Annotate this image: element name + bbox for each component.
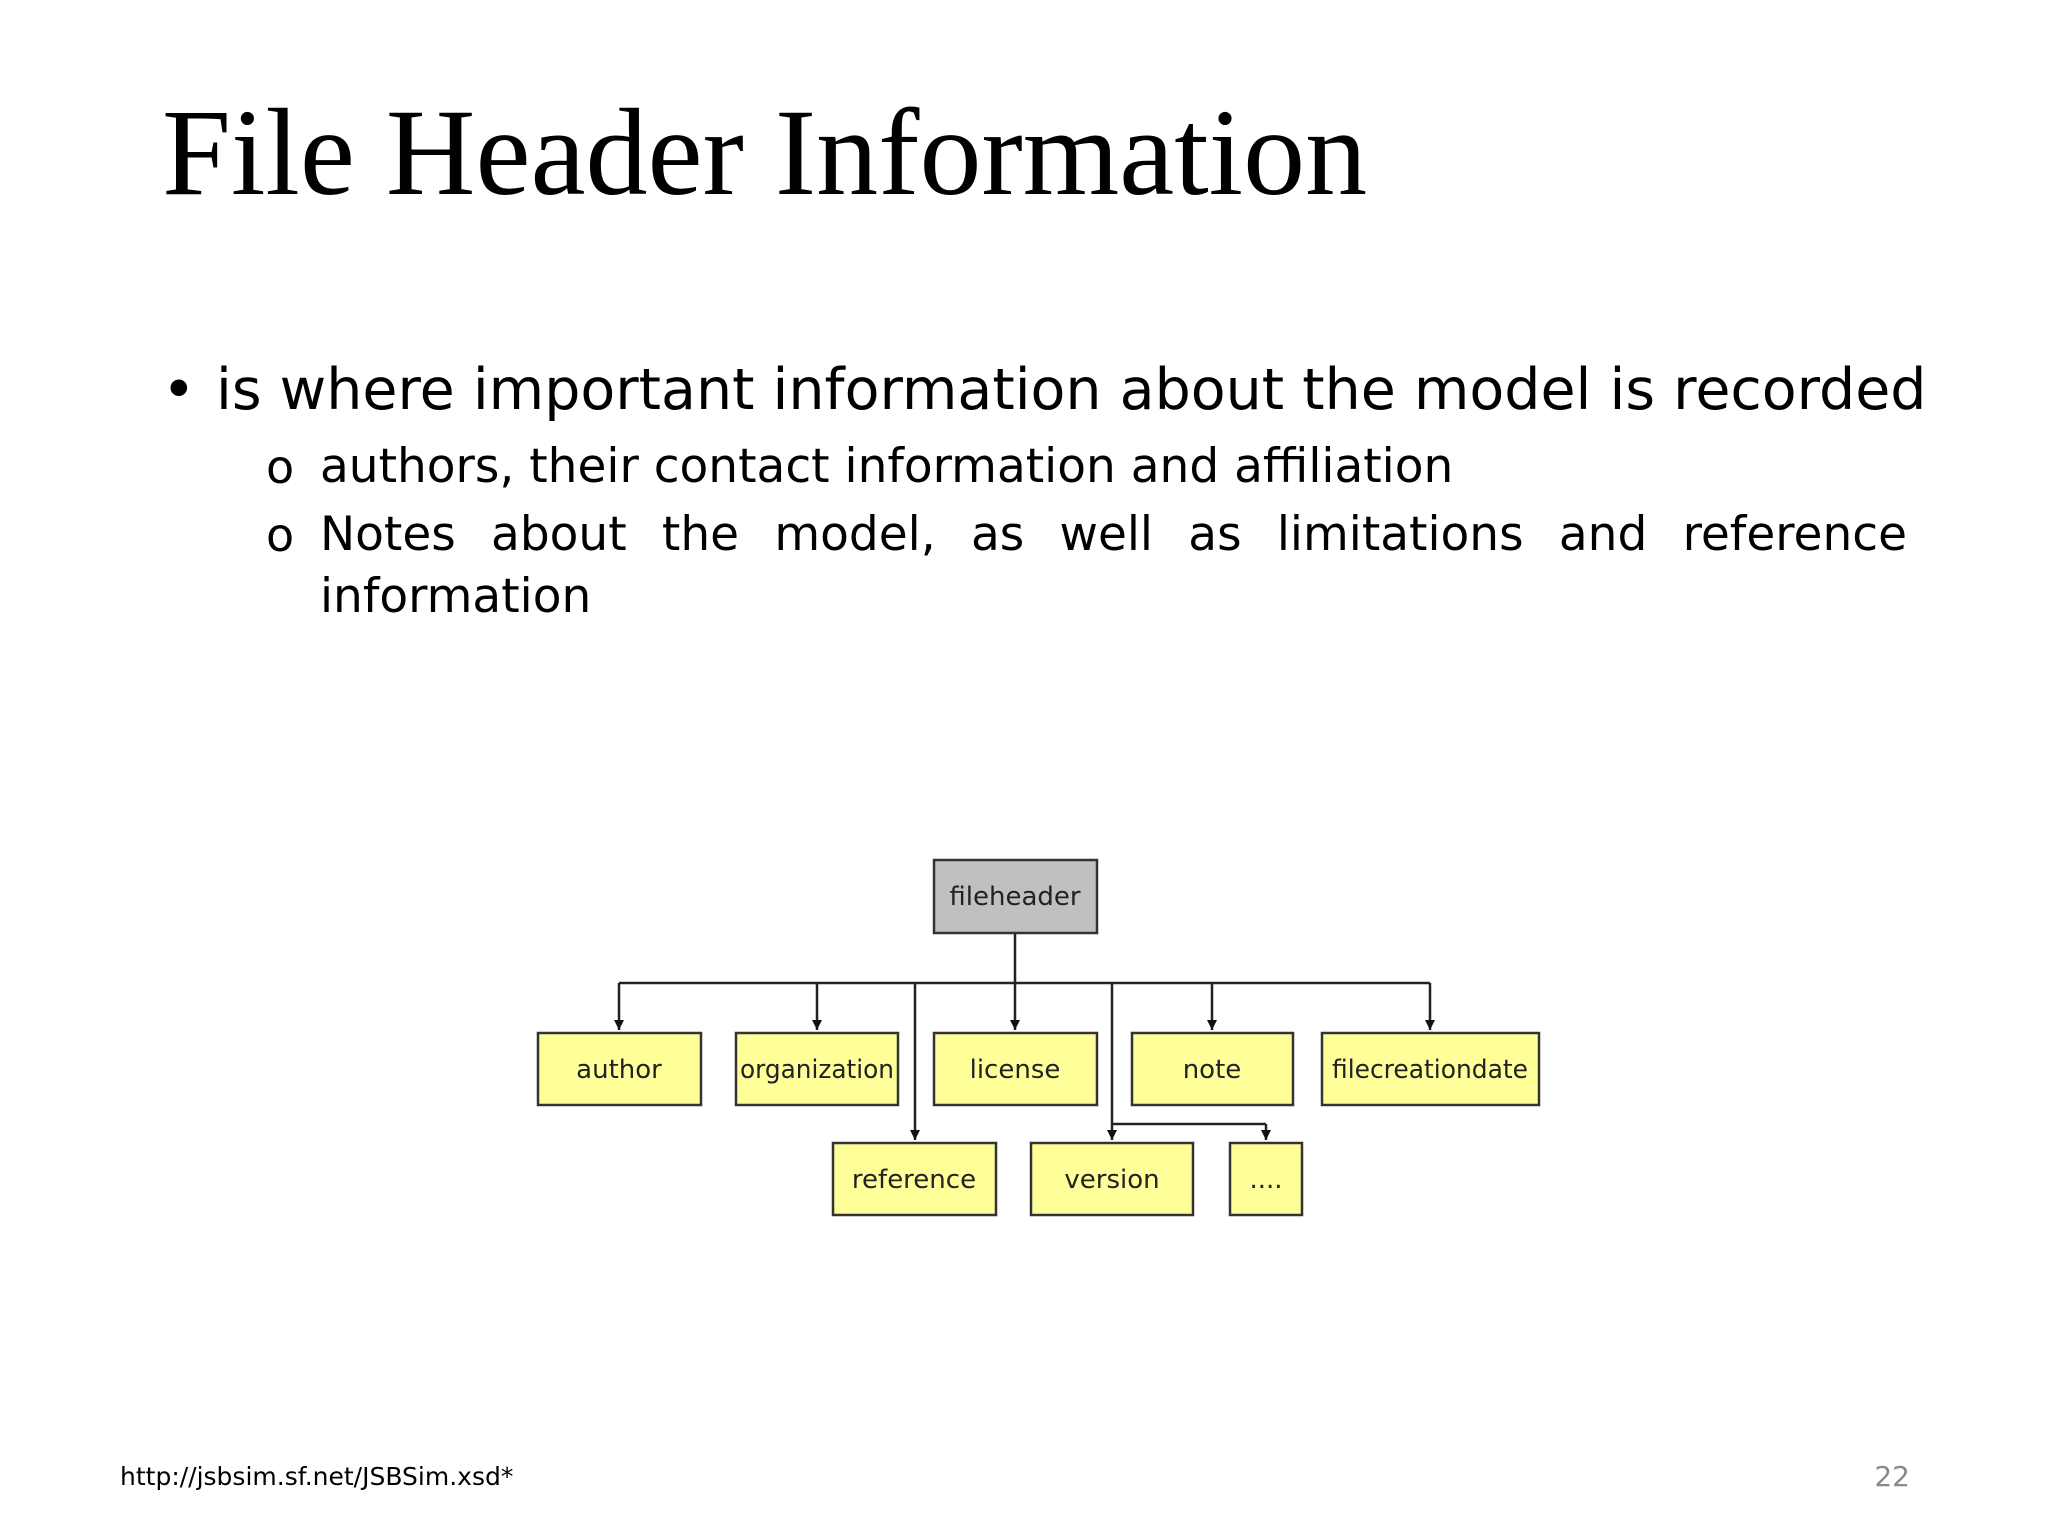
- sub-bullet-item-authors: o authors, their contact information and…: [266, 436, 1907, 498]
- node-author-box: [536, 1031, 703, 1107]
- slide-title: File Header Information: [162, 84, 1368, 221]
- node-version: version: [1029, 1141, 1195, 1217]
- node-fileheader-box: [932, 858, 1099, 935]
- node-organization-box: [734, 1031, 900, 1107]
- node-note-label: note: [1183, 1055, 1242, 1085]
- node-reference: reference: [831, 1141, 998, 1217]
- sub-bullet-item-notes: o Notes about the model, as well as limi…: [266, 504, 1907, 628]
- node-note-box: [1130, 1031, 1295, 1107]
- bullet-list: • is where important information about t…: [162, 350, 1926, 628]
- bullet-item-main: • is where important information about t…: [162, 350, 1926, 430]
- node-author: author: [536, 1031, 703, 1107]
- node-organization-label: organization: [740, 1055, 894, 1085]
- node-organization: organization: [734, 1031, 900, 1107]
- node-ellipsis: ....: [1228, 1141, 1304, 1217]
- sub-bullet-text-authors: authors, their contact information and a…: [320, 439, 1454, 494]
- node-fileheader-label: fileheader: [949, 882, 1081, 912]
- sub-bullet-marker: o: [266, 440, 295, 494]
- bullet-text-main: is where important information about the…: [216, 357, 1927, 423]
- node-ellipsis-label: ....: [1249, 1165, 1282, 1195]
- node-ellipsis-box: [1228, 1141, 1304, 1217]
- node-license-label: license: [970, 1055, 1061, 1085]
- node-fileheader: fileheader: [932, 858, 1099, 935]
- source-url: http://jsbsim.sf.net/JSBSim.xsd*: [120, 1462, 514, 1491]
- node-note: note: [1130, 1031, 1295, 1107]
- sub-bullet-text-notes: Notes about the model, as well as limita…: [320, 507, 1907, 624]
- node-version-box: [1029, 1141, 1195, 1217]
- node-author-label: author: [576, 1055, 662, 1085]
- node-filecreationdate-label: filecreationdate: [1332, 1055, 1528, 1085]
- sub-bullet-marker: o: [266, 508, 295, 562]
- diagram-connectors: [614, 933, 1435, 1140]
- node-filecreationdate: filecreationdate: [1320, 1031, 1541, 1107]
- node-reference-box: [831, 1141, 998, 1217]
- node-license: license: [932, 1031, 1099, 1107]
- page-number: 22: [1874, 1460, 1910, 1493]
- node-reference-label: reference: [852, 1165, 976, 1195]
- node-license-box: [932, 1031, 1099, 1107]
- node-version-label: version: [1064, 1165, 1159, 1195]
- bullet-marker: •: [162, 357, 196, 423]
- node-filecreationdate-box: [1320, 1031, 1541, 1107]
